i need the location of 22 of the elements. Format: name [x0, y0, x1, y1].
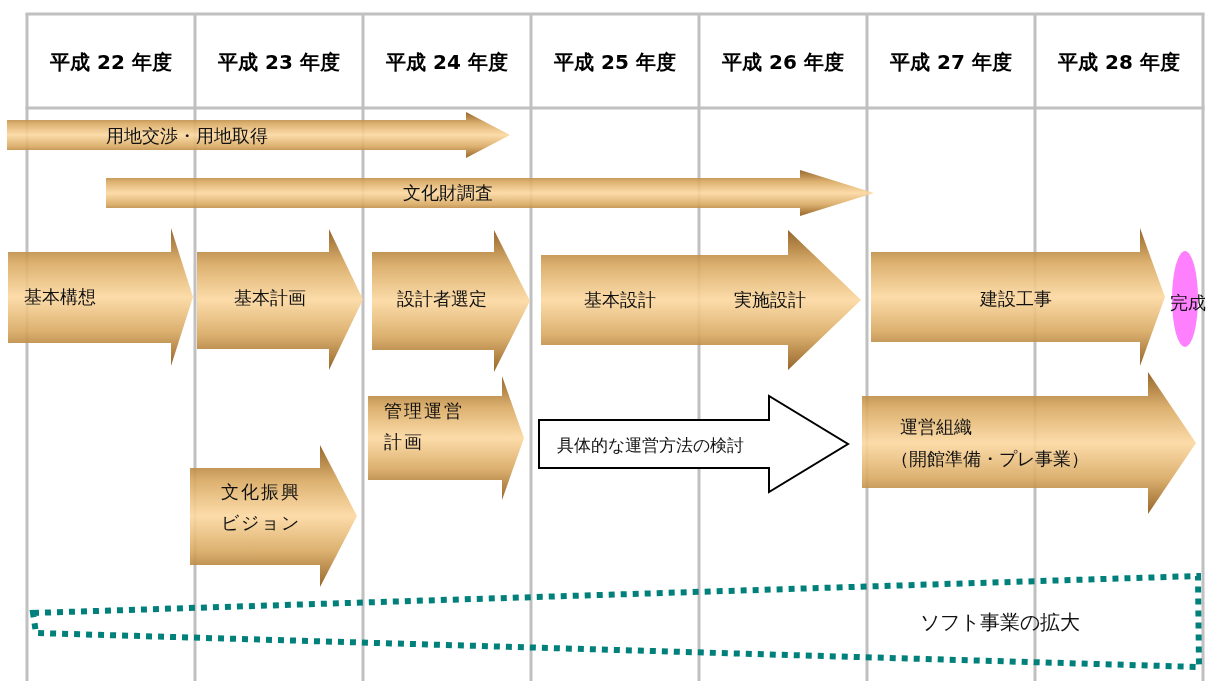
- arrow-label: 設計者選定: [397, 288, 487, 310]
- arrow-label: 基本構想: [24, 286, 96, 308]
- arrow-label: 基本計画: [234, 287, 306, 309]
- arrow-label: 運営組織: [900, 416, 972, 438]
- arrow-label: （開館準備・プレ事業）: [891, 448, 1089, 470]
- year-header: 平成 24 年度: [386, 48, 508, 76]
- arrow-label: 文化財調査: [403, 182, 493, 204]
- arrow-label: 文化振興ビジョン: [221, 480, 302, 535]
- year-header: 平成 25 年度: [554, 48, 676, 76]
- year-header: 平成 23 年度: [218, 48, 340, 76]
- arrow-label: 用地交渉・用地取得: [106, 125, 268, 147]
- arrow-label: 建設工事: [980, 288, 1052, 310]
- arrow-label: 具体的な運営方法の検討: [557, 434, 744, 456]
- arrow-label: 管理運営計画: [384, 399, 465, 454]
- arrow-label: 完成: [1170, 292, 1206, 314]
- arrow-label: ソフト事業の拡大: [920, 611, 1080, 633]
- year-header: 平成 22 年度: [50, 48, 172, 76]
- year-header: 平成 28 年度: [1058, 48, 1180, 76]
- year-header: 平成 27 年度: [890, 48, 1012, 76]
- arrow-label: 実施設計: [734, 289, 806, 311]
- arrow-label: 基本設計: [584, 289, 656, 311]
- year-header: 平成 26 年度: [722, 48, 844, 76]
